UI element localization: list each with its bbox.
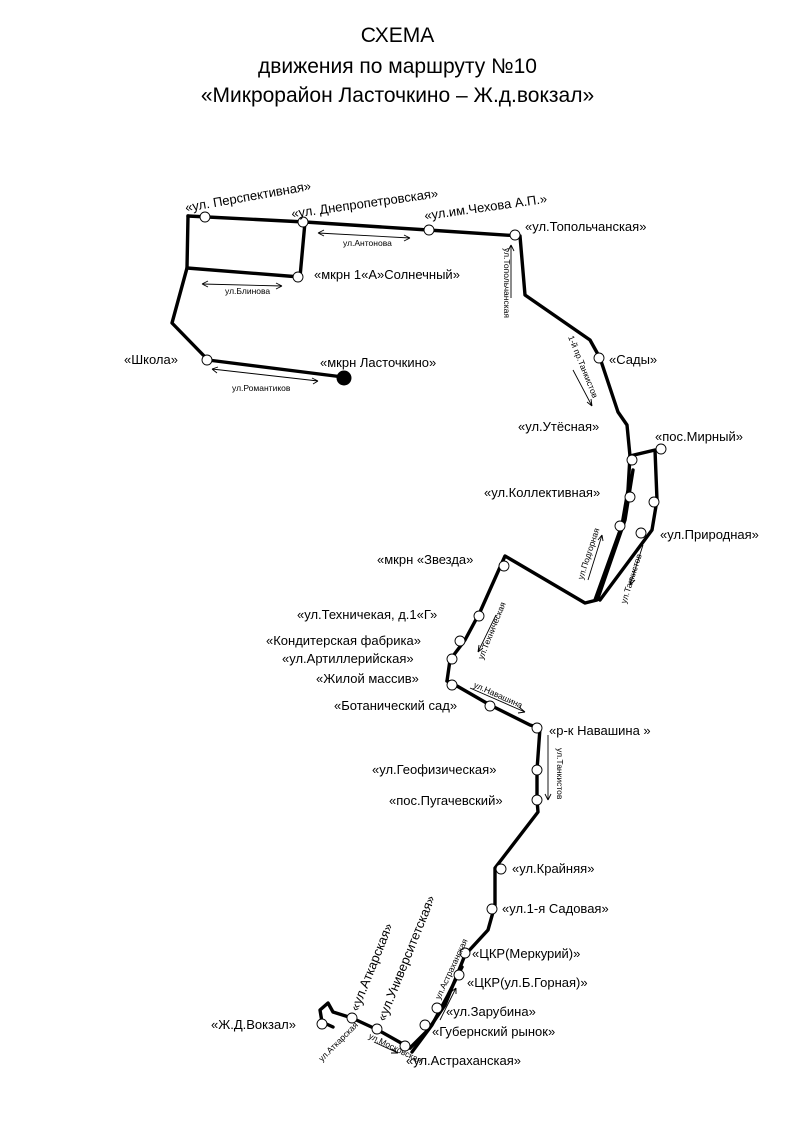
stop-marker-sadovaya-1 (486, 903, 498, 915)
label-mkrn-lastochkino: «мкрн Ласточкино» (320, 355, 436, 370)
route-name: «Микрорайон Ласточкино – Ж.д.вокзал» (200, 84, 595, 107)
label-topolchanskaya: «ул.Топольчанская» (525, 219, 646, 234)
label-prirodnaya: «ул.Природная» (660, 527, 759, 542)
label-botanicheskiy-sad: «Ботанический сад» (334, 698, 457, 713)
label-utesnaya: «ул.Утёсная» (518, 419, 599, 434)
arrow-blinova (201, 280, 283, 290)
street-blinova: ул.Блинова (225, 286, 270, 296)
label-kraynyaya: «ул.Крайняя» (512, 861, 594, 876)
label-tekhnicheskaya: «ул.Техничекая, д.1«Г» (297, 607, 437, 622)
stop-marker-mirny-a (626, 454, 638, 466)
stop-marker-chekhova (423, 224, 435, 236)
direction-arrows (201, 229, 644, 1054)
label-pugachevskiy: «пос.Пугачевский» (389, 793, 503, 808)
label-gubernskiy: «Губернский рынок» (432, 1024, 555, 1039)
arrow-podgornaya (587, 534, 604, 581)
stop-marker-zvezda (498, 560, 510, 572)
stop-marker-pugachevskiy (531, 794, 543, 806)
stop-marker-botanicheskiy-sad (484, 700, 496, 712)
label-artilleriyskaya: «ул.Артиллерийская» (282, 651, 414, 666)
stop-marker-universitetskaya (371, 1023, 383, 1035)
label-zhiloy-massiv: «Жилой массив» (316, 671, 419, 686)
arrow-tekhnicheskaya (477, 614, 497, 653)
stop-marker-mkrn-1a (292, 271, 304, 283)
label-sady: «Сады» (609, 352, 657, 367)
label-sadovaya-1: «ул.1-я Садовая» (502, 901, 609, 916)
stop-marker-tskr-gornaya (453, 969, 465, 981)
arrow-romantikov (211, 366, 319, 385)
stop-marker-topolchanskaya (509, 229, 521, 241)
label-kollektivnaya: «ул.Коллективная» (484, 485, 600, 500)
label-universitetskaya: «ул.Университетская» (374, 893, 438, 1023)
label-zhd-vokzal: «Ж.Д.Вокзал» (211, 1017, 296, 1032)
route-zvezda (445, 554, 599, 683)
arrow-navashina (469, 687, 526, 714)
stop-marker-kraynyaya (495, 863, 507, 875)
label-tskr-gornaya: «ЦКР(ул.Б.Горная)» (467, 975, 588, 990)
street-navashina: ул.Навашина (472, 680, 524, 711)
street-tankistov-upper: ул.Танкистов (618, 552, 644, 604)
street-podgornaya: ул.Подгорная (575, 526, 601, 580)
stop-marker-astrakhanskaya (399, 1040, 411, 1052)
arrow-tankistov-upper (629, 544, 644, 586)
stop-marker-mkrn-lastochkino (336, 370, 352, 386)
street-tankistov-lower: ул.Танкистов (555, 748, 565, 800)
stop-marker-rk-navashina (531, 722, 543, 734)
stop-marker-perspektivnaya (199, 211, 211, 223)
label-geofizicheskaya: «ул.Геофизическая» (372, 762, 496, 777)
arrow-moskovskaya (373, 1041, 399, 1054)
stop-marker-dnepropetrovskaya (297, 216, 309, 228)
arrow-tankistov-lower (544, 735, 552, 801)
stop-marker-atkarskaya (346, 1012, 358, 1024)
stop-marker-kollektivnaya-b (614, 520, 626, 532)
stop-marker-kollektivnaya (624, 491, 636, 503)
stop-markers (199, 211, 667, 1052)
street-romantikov: ул.Романтиков (232, 383, 291, 393)
stop-marker-sady (593, 352, 605, 364)
label-shkola: «Школа» (124, 352, 178, 367)
arrow-topolchanskaya (507, 244, 515, 298)
label-rk-navashina: «р-к Навашина » (549, 723, 651, 738)
schema-title: СХЕМА (360, 24, 435, 47)
arrow-antonova (317, 229, 411, 242)
street-topolchanskaya: ул.Топольчанская (502, 248, 512, 318)
label-mkrn-1a: «мкрн 1«А»Солнечный» (314, 267, 460, 282)
stop-marker-zarubina (431, 1002, 443, 1014)
stop-marker-tekhnicheskaya (473, 610, 485, 622)
label-dnepropetrovskaya: «ул. Днепропетровская» (290, 186, 439, 221)
label-astrakhanskaya: «ул.Астраханская» (406, 1053, 521, 1068)
label-zvezda: «мкрн «Звезда» (377, 552, 473, 567)
label-pos-mirny: «пос.Мирный» (655, 429, 743, 444)
stop-marker-geofizicheskaya (531, 764, 543, 776)
stop-marker-mirny-b (655, 443, 667, 455)
arrow-astrakhanskaya (439, 987, 457, 1021)
label-tskr-merkuriy: «ЦКР(Меркурий)» (472, 946, 580, 961)
arrow-proezd (572, 369, 593, 407)
stop-labels: «ул. Перспективная» «ул. Днепропетровска… (124, 178, 759, 1068)
route-blinova (185, 220, 307, 279)
label-konditerskaya: «Кондитерская фабрика» (266, 633, 421, 648)
route-inner (596, 468, 635, 600)
stop-marker-zhd-vokzal (316, 1018, 328, 1030)
stop-marker-shkola (201, 354, 213, 366)
stop-marker-gubernskiy (419, 1019, 431, 1031)
stop-marker-zhiloy-massiv (446, 679, 458, 691)
stop-marker-konditerskaya (454, 635, 466, 647)
stop-marker-artilleriyskaya (446, 653, 458, 665)
stop-marker-prirodnaya-b (635, 527, 647, 539)
route-west-branch (170, 214, 345, 379)
stop-marker-tskr-merkuriy (459, 947, 471, 959)
route-top (186, 214, 632, 458)
street-antonova: ул.Антонова (343, 238, 392, 248)
label-zarubina: «ул.Зарубина» (446, 1004, 536, 1019)
route-subtitle: движения по маршруту №10 (258, 55, 537, 78)
stop-marker-prirodnaya-a (648, 496, 660, 508)
